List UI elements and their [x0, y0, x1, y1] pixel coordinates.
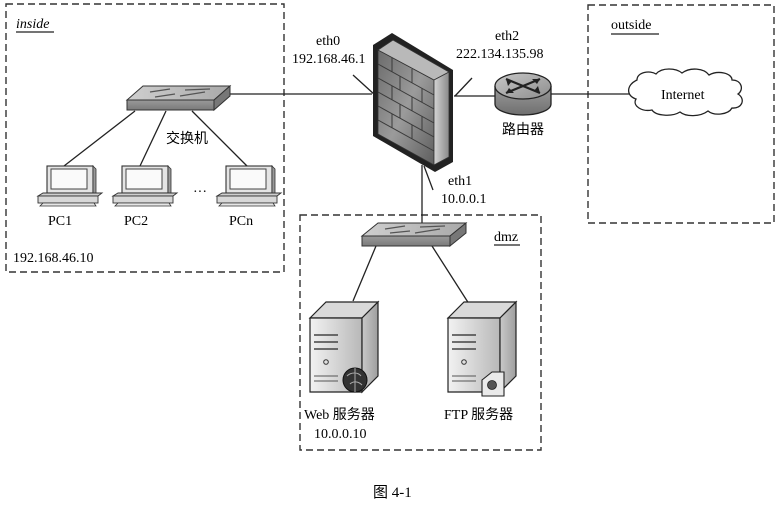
link-dmzswitch-ftp — [431, 245, 472, 308]
dmz-zone-label: dmz — [494, 230, 518, 245]
link-switch-pc1 — [63, 110, 136, 167]
web-server-icon[interactable] — [308, 300, 380, 394]
outside-zone: outside — [587, 4, 775, 224]
router-icon[interactable] — [494, 72, 552, 116]
eth0-ip: 192.168.46.1 — [292, 52, 366, 67]
pcn-label: PCn — [229, 214, 253, 229]
ftp-server-icon[interactable] — [446, 300, 518, 397]
pc-icon-2[interactable] — [111, 165, 179, 207]
pc-icon-n[interactable] — [215, 165, 283, 207]
eth2-name: eth2 — [495, 29, 519, 44]
internet-label: Internet — [661, 88, 705, 103]
eth0-leader — [352, 74, 376, 96]
outside-zone-label: outside — [611, 18, 651, 33]
inside-zone: inside — [5, 3, 285, 273]
pc-ellipsis: ··· — [193, 185, 207, 200]
web-server-label: Web 服务器 — [304, 407, 375, 423]
internet-cloud-icon[interactable] — [627, 68, 743, 117]
eth2-leader — [454, 77, 473, 97]
web-server-ip: 10.0.0.10 — [314, 427, 367, 442]
eth1-ip: 10.0.0.1 — [441, 192, 487, 207]
firewall-icon[interactable] — [373, 33, 453, 172]
eth1-name: eth1 — [448, 174, 472, 189]
link-dmzswitch-web — [352, 245, 377, 302]
figure-caption: 图 4-1 — [373, 484, 412, 501]
inside-zone-label: inside — [16, 17, 49, 32]
dmz-zone: dmz — [299, 214, 542, 451]
inside-ip-label: 192.168.46.10 — [13, 251, 94, 266]
eth0-name: eth0 — [316, 34, 340, 49]
pc2-label: PC2 — [124, 214, 148, 229]
link-switch-pcn — [191, 110, 248, 167]
connections — [63, 74, 630, 308]
eth2-ip: 222.134.135.98 — [456, 47, 544, 62]
pc1-label: PC1 — [48, 214, 72, 229]
ftp-server-label: FTP 服务器 — [444, 407, 513, 423]
dmz-switch-icon[interactable] — [360, 221, 468, 248]
router-label: 路由器 — [502, 122, 544, 138]
pc-icon-1[interactable] — [36, 165, 104, 207]
switch-label: 交换机 — [166, 130, 208, 147]
switch-icon[interactable] — [125, 84, 232, 112]
eth1-leader — [423, 165, 434, 191]
link-switch-pc2 — [139, 110, 167, 167]
